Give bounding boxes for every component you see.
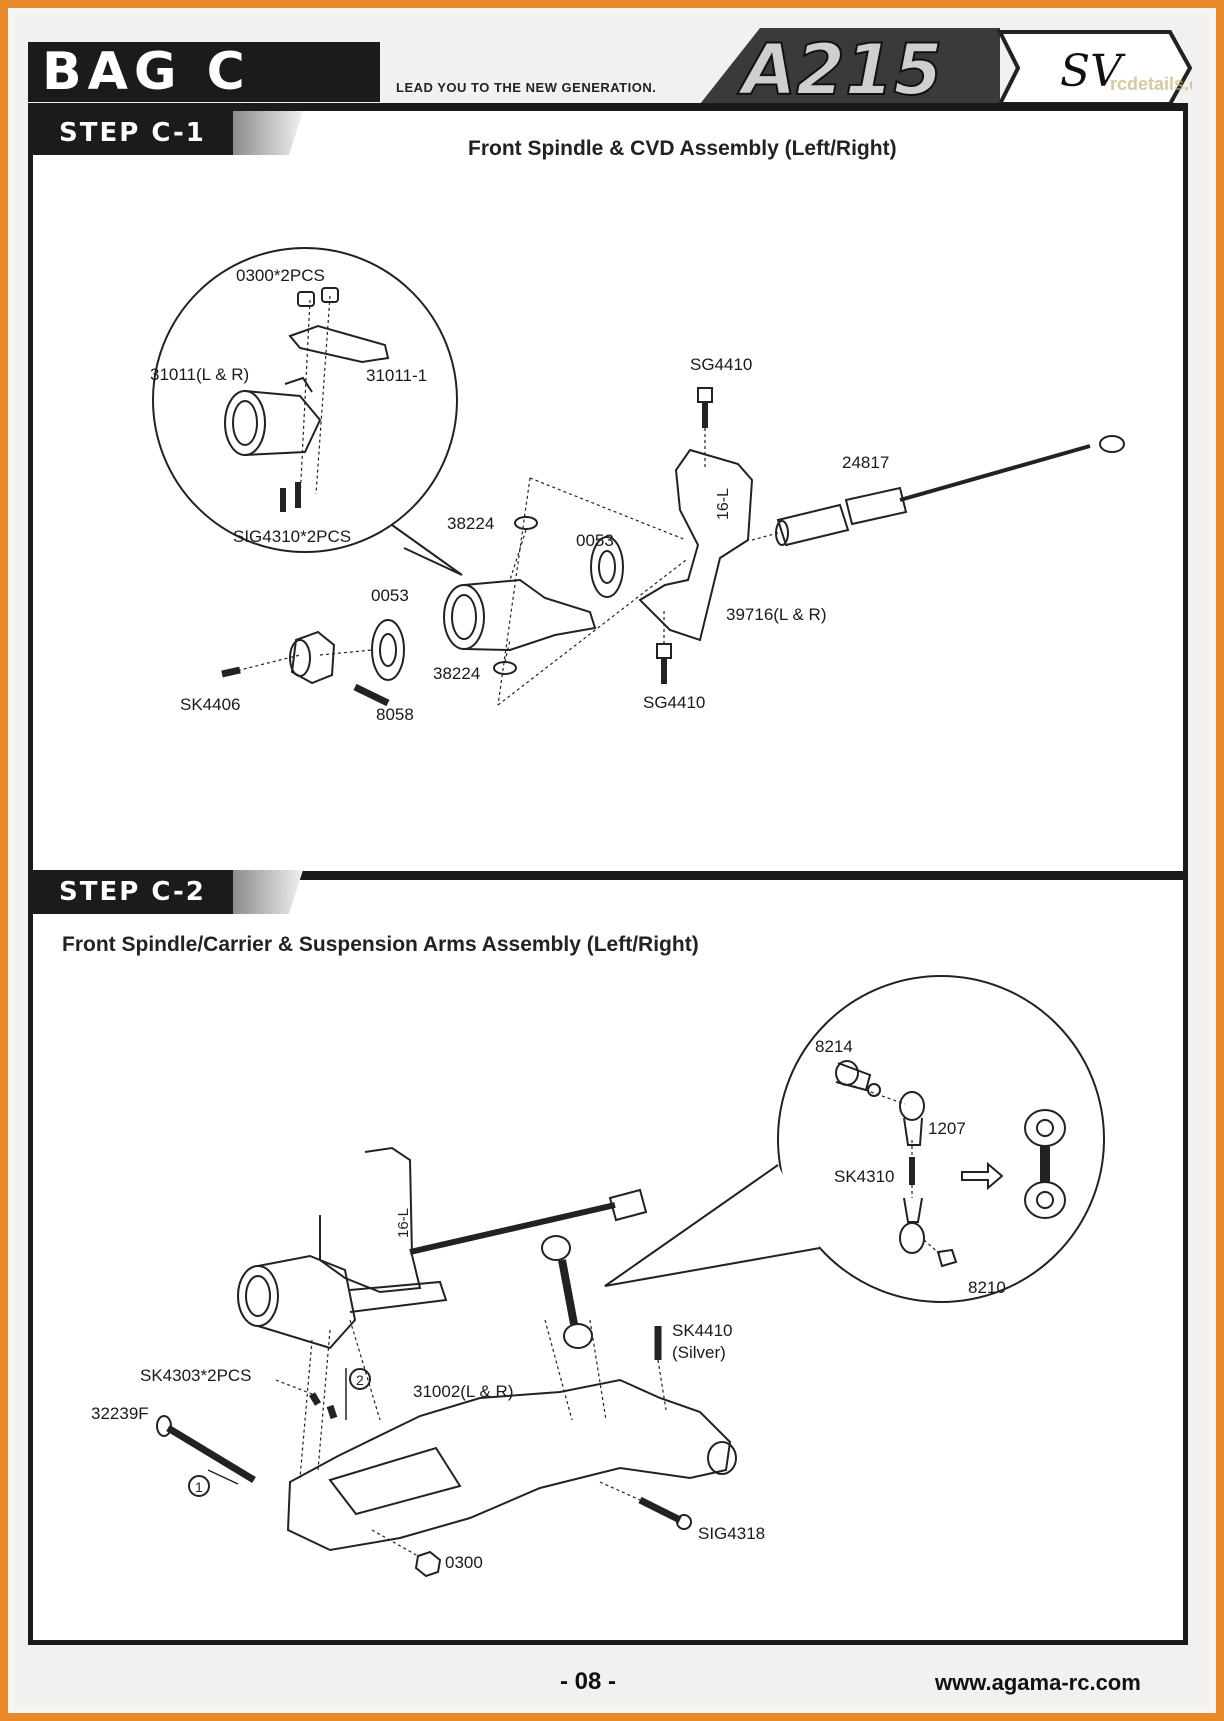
set-screw-icon — [326, 1404, 338, 1420]
part-0053-left: 0053 — [371, 586, 409, 605]
steering-plate-icon — [288, 324, 390, 364]
set-screw-icon — [221, 666, 241, 678]
part-1207: 1207 — [928, 1119, 966, 1138]
order-marker-icon — [188, 1475, 210, 1497]
detail-circle — [777, 975, 1105, 1303]
part-38224-top: 38224 — [447, 514, 495, 533]
carrier-mark: 16-L — [715, 488, 732, 520]
bearing-icon — [371, 619, 405, 681]
part-sk4406: SK4406 — [180, 695, 241, 714]
bushing-icon — [514, 516, 538, 530]
part-8214: 8214 — [815, 1037, 853, 1056]
turnbuckle-icon — [541, 1235, 571, 1261]
part-24817: 24817 — [842, 453, 890, 472]
order-1: 1 — [195, 1479, 203, 1495]
set-screw-icon — [308, 1392, 322, 1406]
part-sk4303: SK4303*2PCS — [140, 1366, 252, 1385]
part-sg4410-bottom: SG4410 — [643, 693, 706, 712]
order-2: 2 — [356, 1372, 364, 1388]
bearing-icon — [590, 536, 624, 598]
header-divider — [28, 103, 1188, 107]
hex-hub-icon — [290, 630, 336, 685]
part-sk4310: SK4310 — [834, 1167, 895, 1186]
part-sg4410-top: SG4410 — [690, 355, 753, 374]
part-0300-2pcs: 0300*2PCS — [236, 266, 325, 285]
suspension-arm-icon — [286, 1378, 732, 1552]
watermark: rcdetails.com — [1110, 74, 1192, 94]
part-sig4318: SIG4318 — [698, 1524, 766, 1543]
model-logo: A215 SV rcdetails.com — [700, 28, 1192, 108]
part-0053-right: 0053 — [576, 531, 614, 550]
rod-end-icon — [899, 1091, 925, 1121]
arrow-right-icon — [961, 1161, 1004, 1191]
slogan: LEAD YOU TO THE NEW GENERATION. — [396, 80, 657, 95]
carrier-icon — [638, 448, 754, 642]
hinge-pin-icon — [166, 1425, 256, 1483]
screw-icon — [638, 1496, 682, 1524]
nut-icon — [321, 287, 339, 303]
part-31011: 31011(L & R) — [150, 365, 250, 384]
part-8058: 8058 — [376, 705, 414, 724]
nut-icon — [414, 1550, 442, 1578]
part-32239f: 32239F — [91, 1404, 149, 1423]
part-8210: 8210 — [968, 1278, 1006, 1297]
ball-stud-icon — [936, 1248, 958, 1268]
assembled-link-icon — [1024, 1109, 1066, 1147]
part-31002: 31002(L & R) — [413, 1382, 514, 1401]
cvd-axle-icon — [776, 503, 850, 547]
part-31011-1: 31011-1 — [366, 366, 428, 385]
step1-label: STEP C-1 — [33, 111, 233, 155]
nut-icon — [297, 291, 315, 307]
part-sk4410: SK4410 — [672, 1321, 733, 1340]
spindle-carrier-mark: 16-L — [395, 1208, 412, 1238]
part-38224-bottom: 38224 — [433, 664, 481, 683]
part-sig4310: SIG4310*2PCS — [233, 527, 352, 546]
cvd-axle-icon — [409, 1202, 616, 1255]
step1-title: Front Spindle & CVD Assembly (Left/Right… — [468, 137, 897, 160]
step1-panel — [28, 106, 1188, 876]
ball-stud-icon — [835, 1060, 859, 1086]
rod-end-icon — [903, 1197, 923, 1223]
detail-circle — [152, 247, 458, 553]
footer-url[interactable]: www.agama-rc.com — [935, 1670, 1141, 1695]
part-sk4410-silver: (Silver) — [672, 1343, 726, 1362]
pin-icon — [353, 683, 390, 707]
part-0300: 0300 — [445, 1553, 483, 1572]
bag-title: BAG C — [28, 42, 380, 102]
part-39716: 39716(L & R) — [726, 605, 827, 624]
step2-title: Front Spindle/Carrier & Suspension Arms … — [62, 933, 699, 956]
model-logo-text: A215 — [737, 29, 942, 108]
step2-panel — [28, 875, 1188, 1645]
model-suffix: SV — [1060, 46, 1126, 97]
step2-label: STEP C-2 — [33, 870, 233, 914]
page-number: - 08 - — [560, 1668, 617, 1695]
spindle-carrier-icon — [319, 1146, 422, 1294]
order-marker-icon — [349, 1368, 371, 1390]
steering-arm-icon — [349, 1280, 448, 1313]
